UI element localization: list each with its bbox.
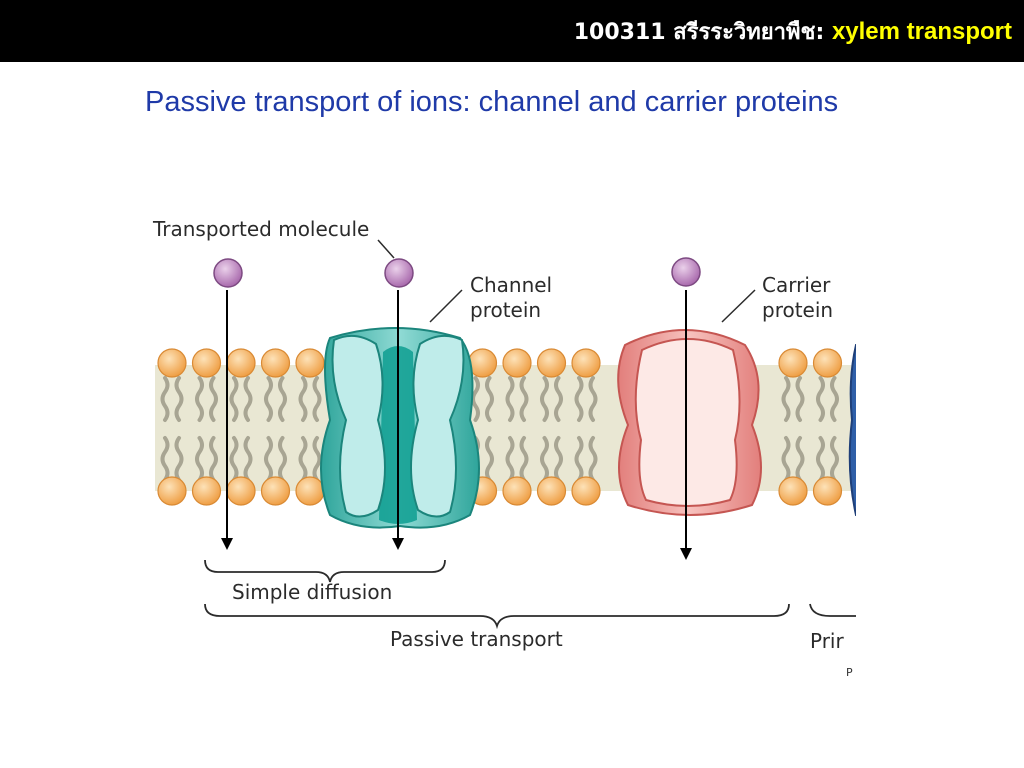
- lipid-tail: [519, 376, 529, 422]
- lipid-tail: [174, 436, 184, 482]
- lipid-tail: [554, 376, 563, 422]
- lipid-tail: [209, 376, 218, 422]
- molecule-2: [384, 258, 414, 288]
- lipid-tail: [830, 376, 839, 422]
- molecule-3: [671, 257, 701, 287]
- lipid-tail: [243, 376, 253, 422]
- lipid-tail: [574, 436, 584, 482]
- label-channel-line1: Channel: [470, 273, 552, 297]
- lipid-tail: [588, 436, 598, 482]
- lipid-tail: [298, 376, 308, 422]
- lipid-tail: [485, 376, 494, 422]
- lipid-head: [812, 348, 843, 378]
- label-carrier-line1: Carrier: [762, 273, 831, 297]
- lipid-head: [778, 348, 808, 378]
- lipid-tails: [160, 376, 839, 482]
- lipid-tail: [795, 436, 805, 482]
- lipid-heads: [157, 348, 843, 506]
- lipid-head: [295, 348, 325, 378]
- course-title: 100311 สรีรระวิทยาพืช:: [573, 20, 825, 45]
- lipid-tail: [243, 436, 253, 482]
- lipid-head: [536, 348, 567, 378]
- lipid-tail: [816, 436, 825, 482]
- lipid-head: [157, 348, 187, 378]
- lipid-tail: [195, 436, 204, 482]
- lipid-head: [502, 476, 532, 506]
- label-primary-cutoff: Prir: [810, 629, 844, 653]
- lipid-tail: [312, 436, 322, 482]
- lipid-tail: [574, 376, 584, 422]
- label-corner-mark: P: [846, 666, 853, 679]
- lipid-tail: [229, 376, 239, 422]
- lipid-head: [260, 348, 291, 378]
- lipid-head: [571, 348, 601, 378]
- lipid-head: [226, 476, 256, 506]
- brace-primary-partial: [809, 603, 856, 617]
- topic-title: xylem transport: [831, 18, 1012, 45]
- lipid-head: [295, 476, 325, 506]
- lipid-head: [536, 476, 567, 506]
- header-bar: 100311 สรีรระวิทยาพืช: xylem transport: [0, 0, 1024, 62]
- channel-leader-line: [429, 289, 463, 323]
- lipid-tail: [298, 436, 308, 482]
- lipid-head: [226, 348, 256, 378]
- lipid-head: [157, 476, 187, 506]
- lipid-head: [260, 476, 291, 506]
- molecule-leader-line: [377, 239, 395, 259]
- lipid-tail: [519, 436, 529, 482]
- slide-subtitle: Passive transport of ions: channel and c…: [145, 86, 839, 118]
- lipid-tail: [278, 436, 287, 482]
- lipid-tail: [505, 376, 515, 422]
- lipid-tail: [540, 436, 549, 482]
- lipid-tail: [229, 436, 239, 482]
- label-transported-molecule: Transported molecule: [152, 217, 369, 241]
- lipid-tail: [781, 376, 791, 422]
- label-passive-transport: Passive transport: [390, 627, 563, 651]
- lipid-tail: [505, 436, 515, 482]
- label-carrier-line2: protein: [762, 298, 833, 322]
- arrow-carrier: [680, 290, 692, 560]
- lipid-head: [502, 348, 532, 378]
- label-simple-diffusion: Simple diffusion: [232, 580, 392, 604]
- lipid-tail: [160, 376, 170, 422]
- lipid-tail: [816, 376, 825, 422]
- lipid-head: [778, 476, 808, 506]
- slide-header-title: 100311 สรีรระวิทยาพืช: xylem transport: [574, 14, 1012, 49]
- lipid-tail: [209, 436, 218, 482]
- channel-protein: [320, 327, 480, 529]
- lipid-tail: [264, 436, 273, 482]
- arrow-simple-diffusion-1: [221, 290, 233, 550]
- lipid-head: [812, 476, 843, 506]
- label-channel-line2: protein: [470, 298, 541, 322]
- lipid-head: [191, 348, 222, 378]
- carrier-protein: [617, 329, 762, 516]
- lipid-tail: [554, 436, 563, 482]
- brace-passive-transport: [204, 603, 790, 630]
- lipid-tail: [195, 376, 204, 422]
- lipid-head: [571, 476, 601, 506]
- pump-protein-partial: [848, 344, 856, 516]
- lipid-tail: [312, 376, 322, 422]
- carrier-leader-line: [721, 289, 756, 323]
- lipid-tail: [795, 376, 805, 422]
- lipid-tail: [588, 376, 598, 422]
- arrow-channel: [392, 290, 404, 550]
- lipid-tail: [540, 376, 549, 422]
- brace-simple-diffusion: [204, 559, 446, 583]
- membrane-band: [155, 365, 856, 491]
- lipid-tail: [278, 376, 287, 422]
- lipid-tail: [174, 376, 184, 422]
- lipid-tail: [160, 436, 170, 482]
- lipid-tail: [781, 436, 791, 482]
- lipid-tail: [264, 376, 273, 422]
- lipid-head: [191, 476, 222, 506]
- molecule-1: [213, 258, 243, 288]
- lipid-tail: [485, 436, 494, 482]
- lipid-tail: [830, 436, 839, 482]
